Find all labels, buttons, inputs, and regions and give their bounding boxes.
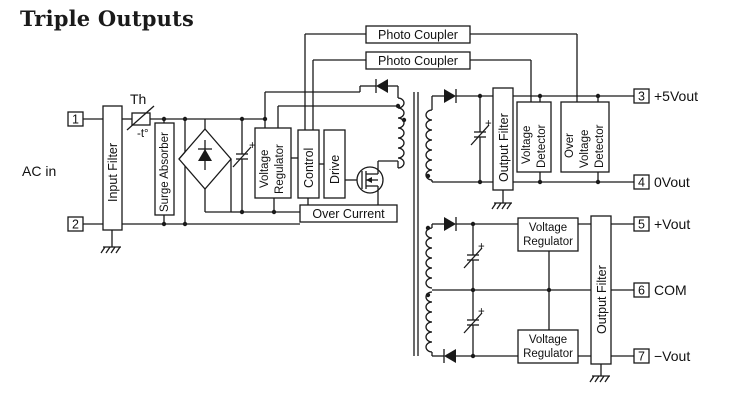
pin-4-label: 4 (638, 176, 645, 190)
over-voltage-detector-l3: Detector (594, 124, 606, 168)
over-voltage-detector-l2: Voltage (579, 130, 591, 168)
pin-5 (633, 216, 650, 232)
pin-6-label: 6 (638, 284, 645, 298)
voltage-detector-l1: Voltage (521, 126, 533, 164)
input-section: 1 2 AC in Input Filter Th -t° Surge Abso… (22, 91, 300, 254)
output-plus-vout-label: +Vout (654, 216, 690, 232)
voltage-detector-l2: Detector (536, 124, 548, 168)
thermistor-label: Th (130, 91, 146, 107)
voltage-regulator-2 (517, 329, 579, 364)
svg-text:+: + (478, 306, 485, 318)
pin-6 (633, 282, 650, 298)
over-voltage-detector-l1: Over (564, 133, 576, 158)
ac-in-label: AC in (22, 163, 56, 179)
pin-7-label: 7 (638, 350, 645, 364)
pin-5-label: 5 (638, 218, 645, 232)
secondary-pm: + + Voltage Regulator Voltage Regulator … (425, 215, 690, 383)
svg-text:+: + (478, 241, 485, 253)
voltage-regulator-primary-l2: Regulator (274, 144, 286, 194)
bridge-rectifier (178, 116, 232, 227)
output-com-label: COM (654, 282, 687, 298)
voltage-regulator-2-l2: Regulator (523, 348, 573, 360)
output-minus-vout-label: −Vout (654, 348, 690, 364)
surge-absorber-label: Surge Absorber (159, 132, 171, 212)
output-filter-top-label: Output Filter (497, 113, 511, 182)
voltage-regulator-1 (517, 217, 579, 252)
photo-couplers: Photo Coupler Photo Coupler (365, 25, 578, 102)
pin-3-label: 3 (638, 90, 645, 104)
drive-label: Drive (328, 155, 342, 184)
transformer-core (413, 92, 419, 356)
voltage-regulator-2-l1: Voltage (529, 334, 567, 346)
pin-1-label: 1 (72, 113, 79, 127)
diagram-title: Triple Outputs (20, 6, 195, 31)
pin-7 (633, 348, 650, 364)
output-5vout-label: +5Vout (654, 88, 698, 104)
svg-text:+: + (249, 140, 256, 152)
input-filter-label: Input Filter (106, 143, 120, 202)
primary-control: Voltage Regulator Control Drive Over Cur… (242, 33, 407, 223)
secondary-5v: + Output Filter Voltage Detector Over Vo… (425, 87, 698, 210)
voltage-detector (516, 101, 552, 173)
control-label: Control (302, 148, 316, 188)
pin-4 (633, 174, 650, 190)
over-voltage-detector (560, 101, 610, 173)
output-filter-bottom-label: Output Filter (595, 265, 609, 334)
over-current-label: Over Current (312, 207, 385, 221)
drive-box (323, 129, 346, 199)
output-0vout-label: 0Vout (654, 174, 690, 190)
svg-text:+: + (485, 118, 492, 130)
voltage-regulator-primary (254, 127, 292, 199)
photo-coupler-1-label: Photo Coupler (378, 28, 458, 42)
voltage-regulator-1-l2: Regulator (523, 236, 573, 248)
over-current-box (299, 204, 398, 223)
thermistor-sub: -t° (137, 128, 149, 140)
photo-coupler-2-label: Photo Coupler (378, 54, 458, 68)
pin-3 (633, 88, 650, 104)
voltage-regulator-1-l1: Voltage (529, 222, 567, 234)
voltage-regulator-primary-l1: Voltage (259, 150, 271, 188)
pin-2-label: 2 (72, 218, 79, 232)
